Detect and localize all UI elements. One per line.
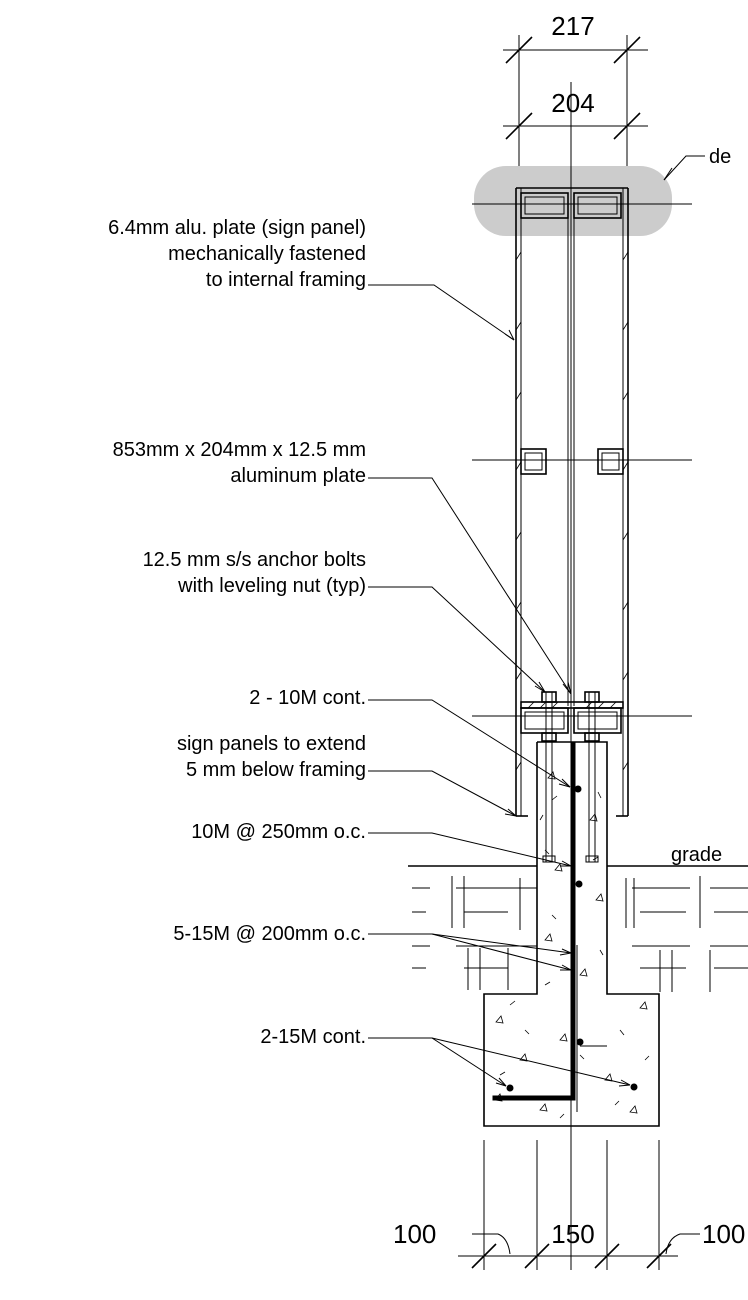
note-cont-10m: 2 - 10M cont. (249, 687, 366, 709)
svg-text:aluminum plate: aluminum plate (230, 465, 366, 487)
base-framing (472, 691, 692, 742)
note-cont-15m: 2-15M cont. (260, 1026, 366, 1048)
detail-callout: de (474, 146, 731, 236)
dimension-overall-width: 217 (503, 11, 648, 120)
note-ties-10m: 10M @ 250mm o.c. (191, 821, 366, 843)
svg-text:6.4mm alu. plate (sign panel): 6.4mm alu. plate (sign panel) (108, 217, 366, 239)
pier-width-value: 150 (551, 1219, 594, 1249)
dimension-panel-width: 204 (503, 88, 648, 190)
grade-label: grade (671, 844, 722, 866)
svg-text:to internal framing: to internal framing (206, 269, 366, 291)
detail-callout-text: de (709, 146, 731, 168)
note-panels-extend: sign panels to extend 5 mm below framing (177, 733, 366, 781)
footing-right-value: 100 (702, 1219, 745, 1249)
grade-and-soil: grade (408, 844, 748, 992)
svg-text:mechanically fastened: mechanically fastened (168, 243, 366, 265)
panel-width-value: 204 (551, 88, 594, 118)
svg-text:853mm x 204mm x 12.5 mm: 853mm x 204mm x 12.5 mm (113, 439, 366, 461)
sign-panel (472, 187, 692, 817)
footing-left-value: 100 (393, 1219, 436, 1249)
svg-text:sign panels to extend: sign panels to extend (177, 733, 366, 755)
overall-width-value: 217 (551, 11, 594, 41)
dimension-footing: 100 150 100 (393, 1140, 745, 1270)
svg-text:with leveling nut (typ): with leveling nut (typ) (177, 575, 366, 597)
note-anchor-bolts: 12.5 mm s/s anchor bolts with leveling n… (143, 549, 366, 597)
note-aluminum-plate: 853mm x 204mm x 12.5 mm aluminum plate (113, 439, 366, 487)
leader-lines (368, 284, 631, 1087)
svg-text:5 mm below framing: 5 mm below framing (186, 759, 366, 781)
svg-text:12.5 mm s/s anchor bolts: 12.5 mm s/s anchor bolts (143, 549, 366, 571)
note-sign-panel: 6.4mm alu. plate (sign panel) mechanical… (108, 217, 366, 291)
note-bars-15m: 5-15M @ 200mm o.c. (173, 923, 366, 945)
concrete-foundation (483, 692, 660, 1127)
